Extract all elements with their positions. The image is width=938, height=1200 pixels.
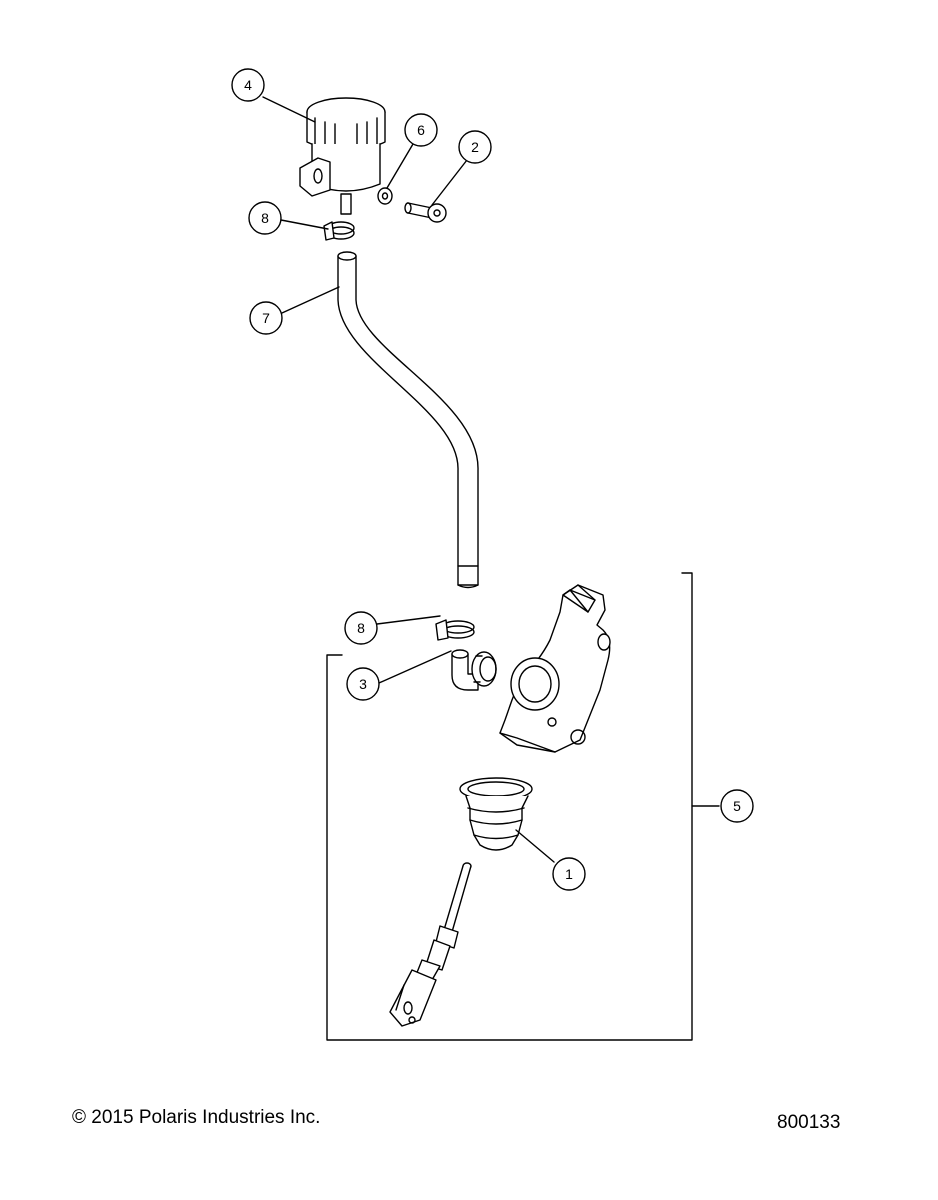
callout-2-label: 2: [471, 139, 479, 155]
callout-1: 1: [552, 857, 586, 891]
callout-1-label: 1: [565, 866, 573, 882]
callout-6-label: 6: [417, 122, 425, 138]
callout-5: 5: [720, 789, 754, 823]
brake-fluid-reservoir: [299, 97, 386, 215]
leader-line-2: [431, 159, 468, 206]
leader-line-7: [281, 286, 340, 314]
hose-clamp-lower: [435, 619, 475, 641]
callout-8-lower-label: 8: [357, 620, 365, 636]
drawing-number: 800133: [777, 1112, 841, 1133]
master-cylinder-body: [499, 584, 611, 753]
callout-7-label: 7: [262, 310, 270, 326]
leader-line-4: [262, 96, 316, 123]
callout-3-label: 3: [359, 676, 367, 692]
elbow-fitting: [451, 649, 497, 691]
callout-8-upper: 8: [248, 201, 282, 235]
callout-8-upper-label: 8: [261, 210, 269, 226]
push-rod: [389, 862, 472, 1027]
callout-2: 2: [458, 130, 492, 164]
callout-5-label: 5: [733, 798, 741, 814]
screw: [404, 202, 447, 223]
callout-4-label: 4: [244, 77, 252, 93]
callout-8-lower: 8: [344, 611, 378, 645]
callout-7: 7: [249, 301, 283, 335]
hose-clamp-upper: [323, 221, 355, 241]
leader-line-3: [378, 650, 452, 684]
callout-4: 4: [231, 68, 265, 102]
copyright-notice: © 2015 Polaris Industries Inc.: [72, 1107, 321, 1128]
leader-line-8-upper: [280, 219, 329, 230]
hose: [337, 251, 479, 589]
callout-3: 3: [346, 667, 380, 701]
callout-6: 6: [404, 113, 438, 147]
assembly-bracket: [326, 572, 693, 1041]
leader-line-8-lower: [376, 615, 441, 625]
leader-line-1: [515, 829, 555, 863]
washer: [377, 187, 393, 205]
leader-line-6: [386, 143, 414, 189]
rubber-boot: [459, 777, 533, 851]
